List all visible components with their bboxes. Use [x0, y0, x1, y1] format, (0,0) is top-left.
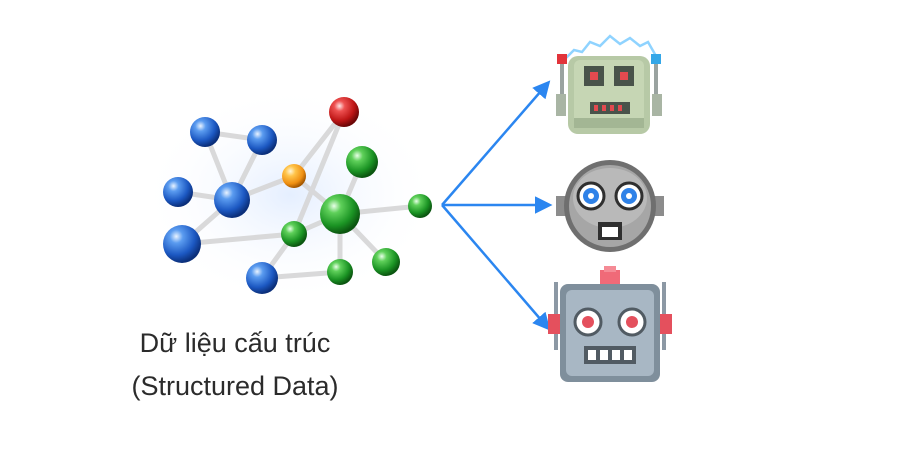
green-node [320, 194, 360, 234]
round-gray-robot-icon [556, 160, 664, 252]
blue-node [190, 117, 220, 147]
green-node [408, 194, 432, 218]
network-nodes [163, 97, 432, 294]
green-robot-icon [556, 34, 662, 134]
red-node [329, 97, 359, 127]
blue-node [214, 182, 250, 218]
green-node [346, 146, 378, 178]
blue-node [163, 177, 193, 207]
caption-vietnamese: Dữ liệu cấu trúc [139, 328, 331, 358]
green-node [281, 221, 307, 247]
arrow-to-robot-bottom [441, 204, 551, 331]
blue-node [246, 262, 278, 294]
blue-node [163, 225, 201, 263]
arrow-to-robot-top [441, 80, 551, 206]
structured-data-network-icon [140, 85, 440, 305]
blue-node [247, 125, 277, 155]
caption-english: (Structured Data) [131, 371, 339, 401]
arrows [441, 80, 553, 331]
green-node [372, 248, 400, 276]
orange-node [282, 164, 306, 188]
square-gray-robot-icon [548, 266, 672, 382]
green-node [327, 259, 353, 285]
